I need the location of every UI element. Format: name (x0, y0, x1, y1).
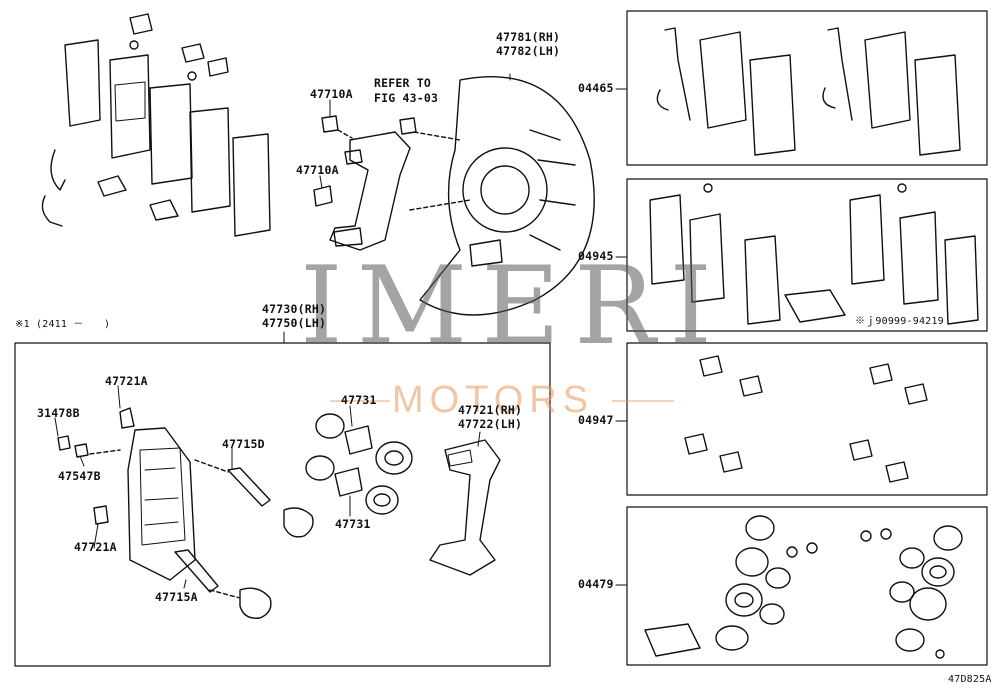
brake-pad-cluster (41, 13, 271, 237)
seal-kit-parts (644, 515, 963, 659)
label-mount-rh: 47721(RH) (458, 403, 523, 417)
figure-code: 47D825A (948, 674, 992, 685)
label-piston-bottom: 47731 (335, 517, 371, 531)
leader-lines (54, 73, 628, 589)
label-assy-rh: 47730(RH) (262, 302, 327, 316)
label-shim-kit: 04945 (578, 249, 614, 263)
label-bleeder: 31478B (37, 406, 80, 420)
label-slide-pin-a: 47715A (155, 590, 198, 604)
shim-kit-parts (649, 183, 979, 325)
piston-seal-set (305, 413, 413, 515)
label-shield-lh: 47782(LH) (496, 44, 561, 58)
caliper-mount (429, 439, 501, 576)
label-bolt-top: 47721A (105, 374, 148, 388)
label-seal-kit: 04479 (578, 577, 614, 591)
pad-kit-box (626, 10, 988, 166)
label-slide-pin-d: 47715D (222, 437, 265, 451)
label-bolt-bottom: 47721A (74, 540, 117, 554)
label-refer-line1: REFER TO (374, 76, 431, 90)
watermark-line-left (330, 400, 390, 402)
label-shim-note: ※ｊ90999-94219 (855, 316, 944, 327)
mounting-bracket (313, 115, 471, 251)
label-shield-rh: 47781(RH) (496, 30, 561, 44)
label-refer-line2: FIG 43-03 (374, 91, 439, 105)
label-bleeder-cap: 47547B (58, 469, 101, 483)
label-caliper-note: ※1 (2411 － ) (15, 319, 111, 330)
pad-kit-parts (656, 27, 961, 156)
fitting-kit-parts (684, 355, 928, 483)
label-assy-lh: 47750(LH) (262, 316, 327, 330)
caliper-assembly (57, 407, 314, 619)
label-fitting-kit: 04947 (578, 413, 614, 427)
watermark-line-right (612, 400, 674, 402)
watermark-brand: IMERI (300, 244, 727, 369)
label-pad-kit: 04465 (578, 81, 614, 95)
label-piston-top: 47731 (341, 393, 377, 407)
dust-shield (419, 76, 595, 316)
label-bolt-lower: 47710A (296, 163, 339, 177)
caliper-group-box (14, 342, 551, 667)
shim-kit-box (626, 178, 988, 332)
fitting-kit-box (626, 342, 988, 496)
label-mount-lh: 47722(LH) (458, 417, 523, 431)
watermark-sub: MOTORS (392, 379, 595, 421)
label-bolt-upper: 47710A (310, 87, 353, 101)
seal-kit-box (626, 506, 988, 666)
